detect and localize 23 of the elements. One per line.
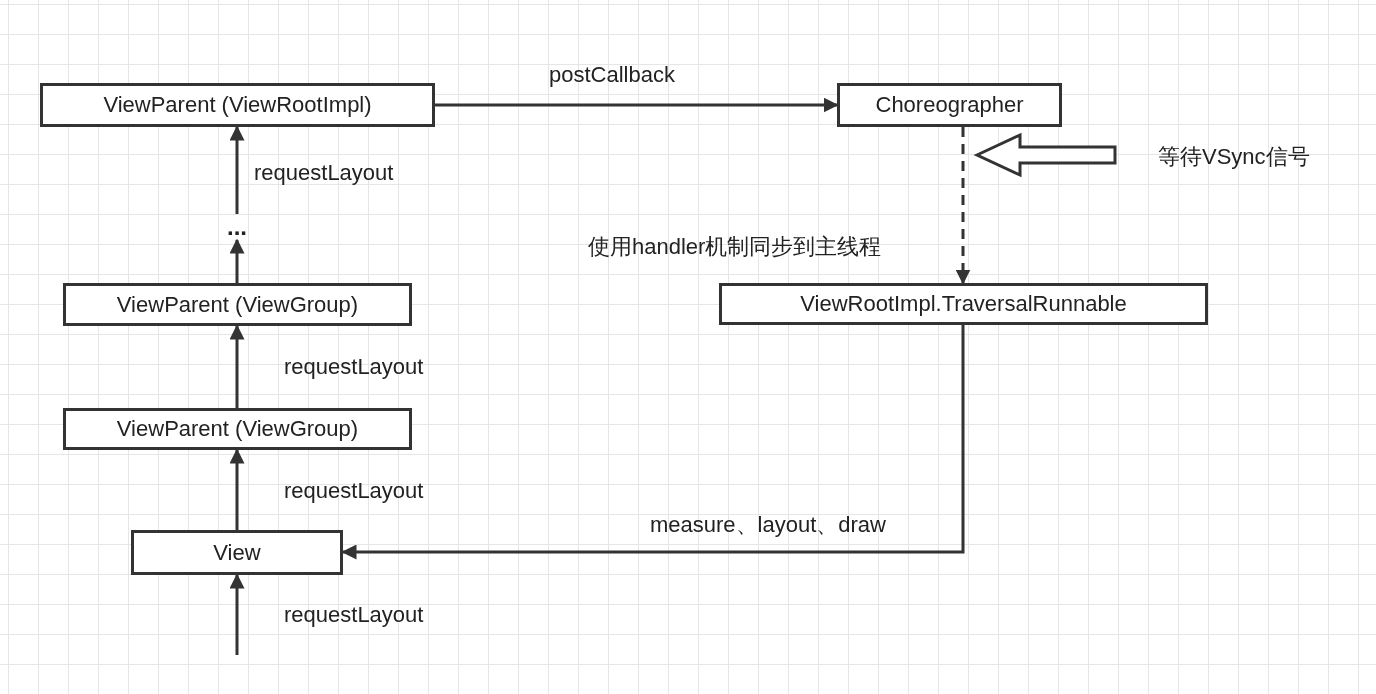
arrow bbox=[229, 448, 245, 530]
edge-label: requestLayout bbox=[284, 354, 424, 380]
edge-label: measure、layout、draw bbox=[650, 511, 886, 539]
process-box: Choreographer bbox=[837, 83, 1062, 127]
process-box: ViewParent (ViewGroup) bbox=[63, 408, 412, 450]
process-box: ViewParent (ViewRootImpl) bbox=[40, 83, 435, 127]
arrow bbox=[229, 238, 245, 283]
arrow bbox=[341, 325, 965, 560]
ellipsis-text: ... bbox=[222, 214, 252, 240]
arrow bbox=[229, 125, 245, 214]
edge-label: requestLayout bbox=[284, 478, 424, 504]
edge-label: requestLayout bbox=[284, 602, 424, 628]
arrow bbox=[955, 127, 971, 285]
process-box: ViewParent (ViewGroup) bbox=[63, 283, 412, 326]
process-box: ViewRootImpl.TraversalRunnable bbox=[719, 283, 1208, 325]
process-box: View bbox=[131, 530, 343, 575]
arrow bbox=[229, 324, 245, 408]
note-text: 等待VSync信号 bbox=[1158, 143, 1310, 171]
arrow bbox=[229, 573, 245, 655]
edge-label: 使用handler机制同步到主线程 bbox=[588, 233, 882, 261]
arrow bbox=[435, 97, 839, 113]
edge-label: postCallback bbox=[549, 62, 675, 88]
edge-label: requestLayout bbox=[254, 160, 394, 186]
